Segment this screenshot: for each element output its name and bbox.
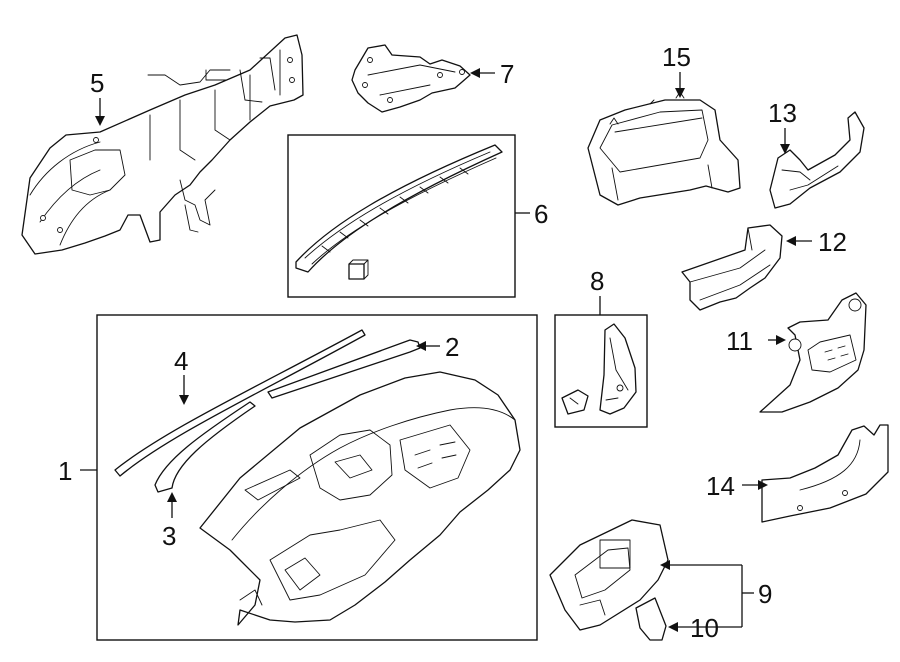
part-8-side-bezel: [561, 323, 637, 415]
part-7-bracket: [351, 44, 471, 113]
callout-14: 14: [706, 471, 735, 501]
part-13-trim-panel: [769, 111, 865, 209]
callout-4: 4: [174, 346, 188, 376]
callout-15: 15: [662, 42, 691, 72]
part-1-instrument-panel: [199, 371, 521, 626]
part-12-bracket: [681, 224, 783, 311]
part-10-clip: [635, 597, 667, 641]
callout-3: 3: [162, 521, 176, 551]
callout-6: 6: [534, 199, 548, 229]
part-1-frame: [96, 314, 538, 641]
callout-9: 9: [758, 579, 772, 609]
part-4-seal: [114, 329, 366, 477]
part-14-knee-panel: [761, 424, 889, 523]
part-11-switch-bezel: [759, 292, 867, 413]
callout-5: 5: [90, 68, 104, 98]
callout-13: 13: [768, 98, 797, 128]
part-5-cross-car-beam: [21, 34, 304, 255]
part-8-frame: [554, 314, 648, 428]
callout-8: 8: [590, 266, 604, 296]
callout-labels: 1 2 3 4 5 6 7 8 9 10 11 12 13 14 15: [58, 42, 847, 643]
callout-11: 11: [726, 326, 753, 356]
callout-2: 2: [445, 332, 459, 362]
part-9-console-panel: [549, 519, 669, 631]
callout-1: 1: [58, 456, 72, 486]
part-3-trim-strip: [154, 401, 256, 493]
callout-10: 10: [690, 613, 719, 643]
part-6-frame: [287, 134, 516, 298]
part-6-defroster-grille: [295, 144, 503, 280]
callout-12: 12: [818, 227, 847, 257]
callout-7: 7: [500, 59, 514, 89]
callout-leaders: [80, 68, 812, 632]
part-15-cluster-bezel: [587, 91, 741, 206]
